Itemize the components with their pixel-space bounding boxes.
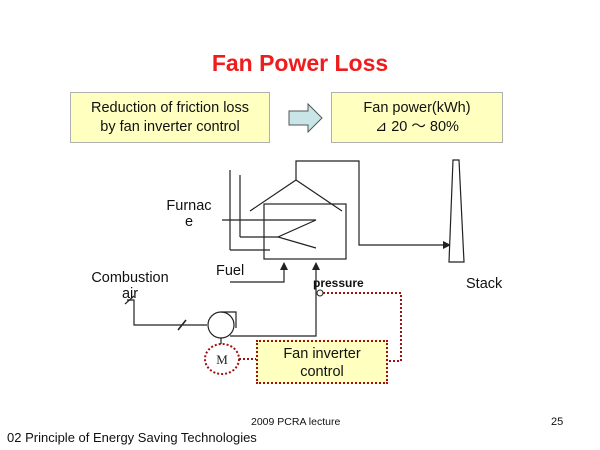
inverter-box-line1: Fan inverter <box>283 346 361 362</box>
combustion-air-label: Combustion air <box>80 270 180 302</box>
pressure-sensor-icon <box>316 289 324 297</box>
result-box-line1: Fan power(kWh) <box>363 100 471 116</box>
block-arrow-icon <box>288 102 323 134</box>
pressure-label: pressure <box>313 276 364 290</box>
damper-icon <box>177 319 187 331</box>
heat-exchanger-coil <box>222 219 317 249</box>
combustion-label-line1: Combustion <box>91 270 169 286</box>
inverter-control-box: Fan inverter control <box>256 340 388 384</box>
page-number: 25 <box>551 416 564 428</box>
flue-gas-duct <box>295 160 451 249</box>
furnace-label-line1: Furnac <box>166 198 212 214</box>
result-box: Fan power(kWh) ⊿ 20 ～ 80% <box>331 92 503 143</box>
furnace-label-line2: e <box>184 214 194 230</box>
measure-box-line1: Reduction of friction loss <box>91 100 249 116</box>
footer-section: 02 Principle of Energy Saving Technologi… <box>7 430 257 445</box>
stack-label: Stack <box>466 276 503 292</box>
furnace-box <box>263 203 347 260</box>
combustion-label-line2: air <box>121 286 139 302</box>
motor-icon <box>204 343 240 375</box>
motor-label: M <box>216 352 228 367</box>
control-signal-line <box>323 292 402 362</box>
measure-box-line2: by fan inverter control <box>100 119 240 135</box>
stack-chimney <box>448 159 465 263</box>
air-inlet-tick <box>124 295 135 305</box>
fuel-label: Fuel <box>216 263 245 279</box>
footer-lecture: 2009 PCRA lecture <box>251 416 341 428</box>
slide-title: Fan Power Loss <box>211 50 389 76</box>
inverter-box-line2: control <box>300 364 344 380</box>
fan-icon <box>207 311 235 339</box>
measure-box: Reduction of friction loss by fan invert… <box>70 92 270 143</box>
air-supply-duct <box>230 262 320 337</box>
combustion-air-duct <box>127 299 207 326</box>
fuel-line <box>230 262 288 283</box>
result-box-line2: ⊿ 20 ～ 80% <box>375 119 459 135</box>
fan-outlet <box>221 311 237 328</box>
furnace-label: Furnac e <box>159 198 219 230</box>
